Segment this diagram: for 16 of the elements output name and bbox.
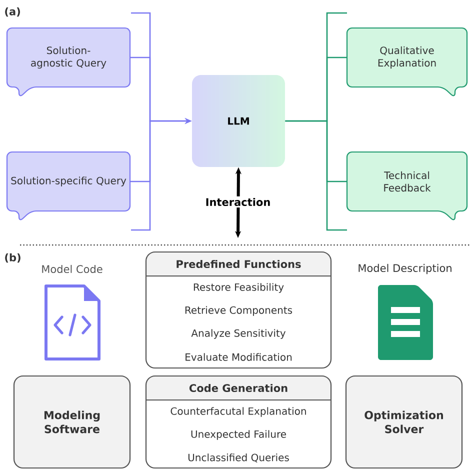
icon-caption: Model Description [358,264,452,274]
model-box: LLM [192,75,285,167]
speech-bubble: Qualitative Explanation [346,27,468,96]
panel-label: (a) [5,7,20,17]
speech-bubble: Technical Feedback [346,151,468,220]
speech-bubble: Solution-specific Query [6,151,131,220]
function-list-box: Code Generation Counterfacutal Explanation Unexpected Failure Unclassified Queries [145,375,332,469]
component-box: Modeling Software [13,375,131,469]
icon-caption: Model Code [42,264,102,274]
function-list-box: Predefined Functions Restore Feasibility Retrieve Components Analyze Sensitivity Evaluate Modification [145,251,332,369]
edge-label: Interaction [204,196,272,208]
node-label: LLM [228,117,249,125]
speech-bubble: Solution-agnostic Query [6,27,131,96]
panel-label: (b) [5,253,20,263]
connector-line [285,120,347,182]
component-box: Optimization Solver [345,375,463,469]
